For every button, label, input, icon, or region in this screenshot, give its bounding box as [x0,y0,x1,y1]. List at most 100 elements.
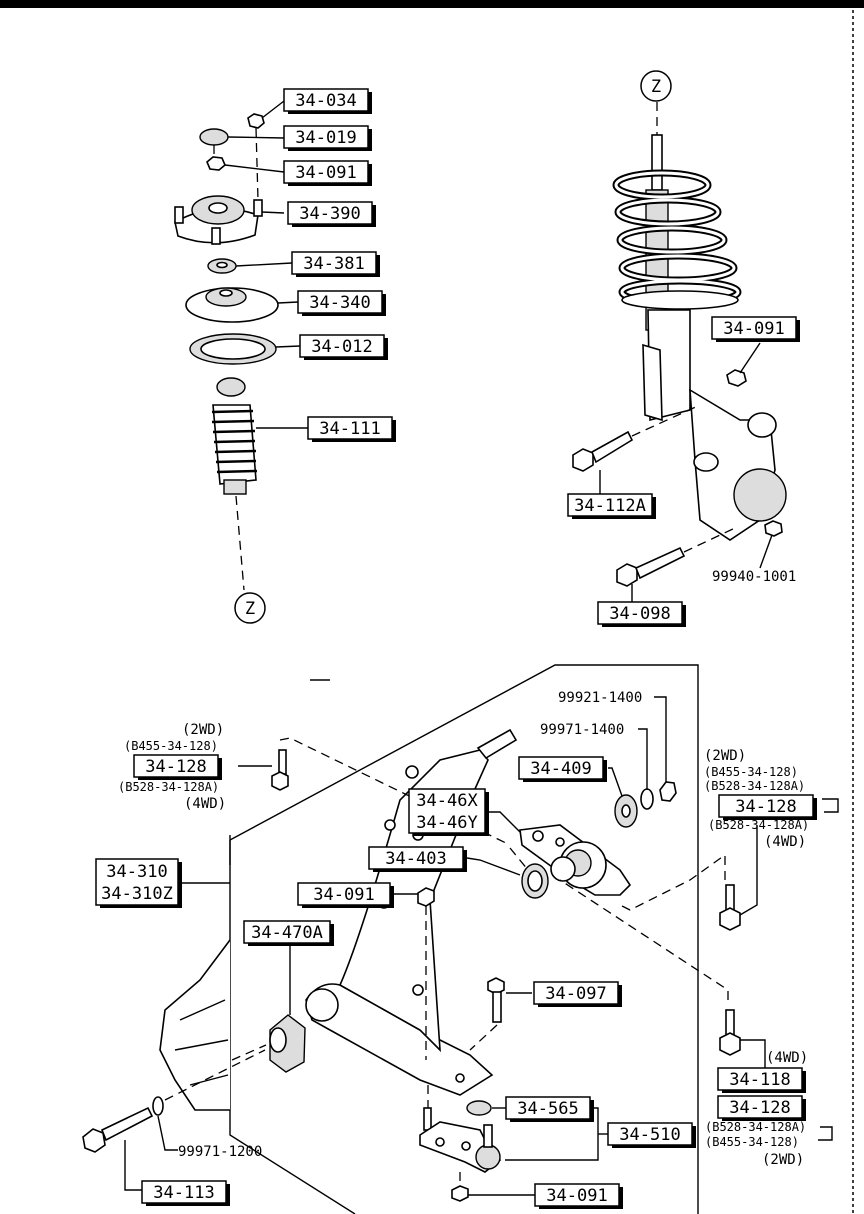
nut-34-091-ball-joint [451,1185,469,1202]
note-right-4wd: (4WD) [764,834,806,850]
z-marker-bottom: Z [234,592,266,624]
washer-99971-1200 [152,1096,164,1116]
label-34-470a: 34-470A [243,920,334,946]
svg-text:34-310Z: 34-310Z [101,884,173,904]
label-34-128-right: 34-128 [718,794,817,820]
label-34-034: 34-034 [283,88,372,114]
note-bot-2wd: (2WD) [762,1152,804,1168]
label-34-112a: 34-112A [567,493,656,519]
svg-text:Z: Z [245,599,255,619]
svg-text:34-310: 34-310 [106,862,167,882]
bolt-34-097 [469,977,532,1051]
bolt-34-098 [616,527,736,602]
label-34-098: 34-098 [597,601,686,627]
top-border [0,0,864,8]
rear-bushing-bracket [466,696,677,899]
svg-text:34-128: 34-128 [729,1098,790,1118]
nut-34-091-top [206,156,226,171]
note-bot-b528: (B528-34-128A) [705,1120,806,1134]
nut-34-091-arm [392,887,435,1060]
bolt-34-118 [559,879,766,1068]
note-right-b455: (B455-34-128) [704,765,798,779]
label-34-012: 34-012 [299,334,388,360]
label-34-565: 34-565 [505,1096,594,1122]
nut-34-091-knuckle [726,369,747,387]
strut-assembly [572,102,787,602]
label-99940-1001: 99940-1001 [712,569,796,585]
dust-boot-34-111 [212,404,257,485]
note-bot-b455: (B455-34-128) [705,1135,799,1149]
svg-text:Z: Z [651,77,661,97]
label-34-510: 34-510 [607,1122,696,1148]
bolt-34-112a [572,404,701,495]
label-99971-1200: 99971-1200 [178,1144,262,1160]
note-left-b455: (B455-34-128) [124,739,218,753]
svg-text:34-118: 34-118 [729,1070,790,1090]
svg-text:34-381: 34-381 [303,254,364,274]
svg-text:34-128: 34-128 [145,757,206,777]
svg-text:34-470A: 34-470A [251,923,323,943]
note-right-b528b: (B528-34-128A) [708,818,809,832]
label-34-128-bottom: 34-128 [717,1095,806,1121]
svg-text:34-390: 34-390 [299,204,360,224]
label-34-128-left: 34-128 [133,754,222,780]
label-34-097: 34-097 [533,981,622,1007]
note-left-b528: (B528-34-128A) [118,780,219,794]
svg-text:34-403: 34-403 [385,849,446,869]
label-34-019: 34-019 [283,125,372,151]
label-34-390: 34-390 [287,201,376,227]
svg-text:34-097: 34-097 [545,984,606,1004]
svg-text:34-111: 34-111 [319,419,380,439]
nut-99921-1400 [659,781,677,802]
washer-99971-1400 [640,788,654,810]
label-34-091-d: 34-091 [534,1183,623,1209]
bushing-34-470a [231,943,306,1073]
label-99921-1400: 99921-1400 [558,690,642,706]
note-right-2wd: (2WD) [704,748,746,764]
nut-99940-1001 [764,520,783,537]
nut-34-034 [247,113,265,129]
label-34-409: 34-409 [518,756,607,782]
svg-text:34-409: 34-409 [530,759,591,779]
svg-text:34-012: 34-012 [311,337,372,357]
label-34-340: 34-340 [297,290,386,316]
svg-text:34-112A: 34-112A [574,496,646,516]
ball-joint-34-510 [419,1085,608,1202]
note-right-b528a: (B528-34-128A) [704,779,805,793]
svg-text:34-565: 34-565 [517,1099,578,1119]
svg-text:34-46Y: 34-46Y [416,813,477,833]
label-34-113: 34-113 [141,1180,230,1206]
z-marker-top: Z [640,70,672,102]
bump-stop-34-111 [216,377,246,397]
label-34-403: 34-403 [368,846,467,872]
label-34-091-c: 34-091 [297,882,394,908]
bolt-34-113 [82,1049,266,1191]
svg-text:34-510: 34-510 [619,1125,680,1145]
svg-text:34-091: 34-091 [295,163,356,183]
svg-text:34-46X: 34-46X [416,791,478,811]
svg-text:34-091: 34-091 [723,319,784,339]
label-34-381: 34-381 [291,251,380,277]
vehicle-body [159,939,231,1111]
lower-arm-outline [180,664,699,1214]
svg-text:34-098: 34-098 [609,604,670,624]
svg-text:34-340: 34-340 [309,293,370,313]
note-left-4wd: (4WD) [184,796,226,812]
svg-text:34-034: 34-034 [295,91,356,111]
svg-text:34-128: 34-128 [735,797,796,817]
bolt-34-128-right [619,825,758,931]
svg-text:34-091: 34-091 [313,885,374,905]
label-34-111: 34-111 [307,416,396,442]
label-99971-1400: 99971-1400 [540,722,624,738]
note-left-2wd: (2WD) [182,722,224,738]
svg-text:34-113: 34-113 [153,1183,214,1203]
note-bot-4wd: (4WD) [766,1050,808,1066]
strut-mount-assembly [174,100,308,591]
label-34-118: 34-118 [717,1067,806,1093]
svg-text:34-091: 34-091 [546,1186,607,1206]
boot-34-565 [466,1100,492,1116]
svg-text:34-019: 34-019 [295,128,356,148]
